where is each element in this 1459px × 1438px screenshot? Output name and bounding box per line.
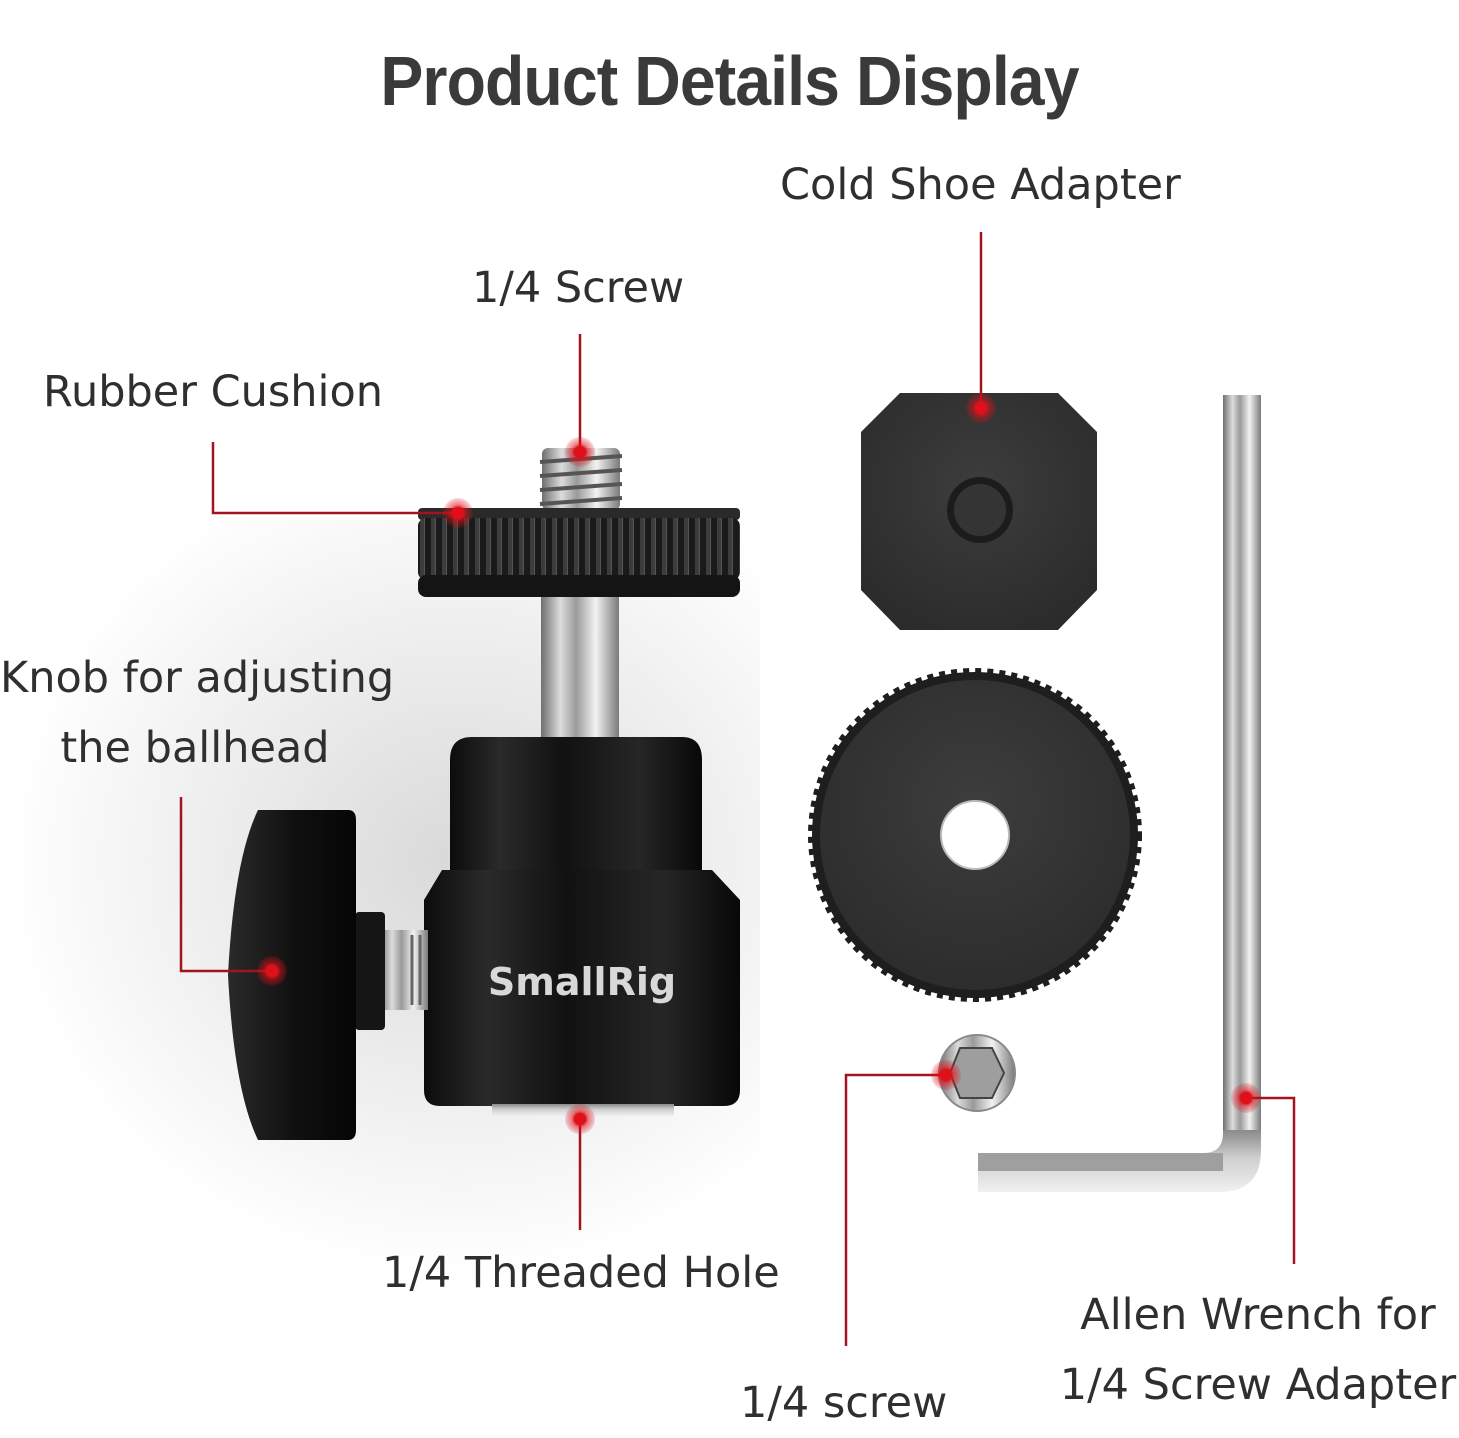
marker-dot-icon [443,498,473,528]
ball-neck [541,597,619,747]
cold-shoe-adapter [861,393,1097,630]
label-quarter-screw-top: 1/4 Screw [472,263,685,313]
label-allen-wrench: Allen Wrench for 1/4 Screw Adapter [1058,1280,1458,1420]
marker-dot-icon [931,1060,961,1090]
leader-allen-wrench [1246,1096,1296,1264]
label-allen-wrench-line1: Allen Wrench for [1080,1290,1436,1340]
label-allen-wrench-line2: 1/4 Screw Adapter [1059,1360,1457,1410]
knurled-wheel [808,668,1142,1002]
marker-dots [257,393,1261,1134]
leader-rubber-cushion [211,442,458,515]
leader-knob [179,797,272,973]
brand-logo: SmallRig [488,960,676,1004]
small-screw [938,1034,1016,1112]
label-cold-shoe-adapter: Cold Shoe Adapter [780,160,1181,210]
marker-dot-icon [565,1104,595,1134]
marker-dot-icon [1231,1083,1261,1113]
label-knob-line2: the ballhead [60,723,330,773]
label-knob: Knob for adjusting the ballhead [0,643,395,783]
leader-lines [179,232,1296,1346]
label-threaded-hole: 1/4 Threaded Hole [382,1248,780,1298]
page-title: Product Details Display [380,41,1079,120]
label-quarter-screw-small: 1/4 screw [740,1378,948,1428]
ballhead-mount: SmallRig [228,448,740,1140]
label-rubber-cushion: Rubber Cushion [43,367,384,417]
adjust-knob [228,810,356,1140]
ballhead-upper-body [450,737,702,870]
label-knob-line1: Knob for adjusting [0,653,395,703]
marker-dot-icon [565,437,595,467]
marker-dot-icon [257,956,287,986]
ballhead-lower-body [424,870,740,1106]
rubber-cushion-plate [418,508,740,597]
leader-small-screw [844,1073,946,1346]
allen-wrench [978,395,1261,1192]
marker-dot-icon [966,393,996,423]
